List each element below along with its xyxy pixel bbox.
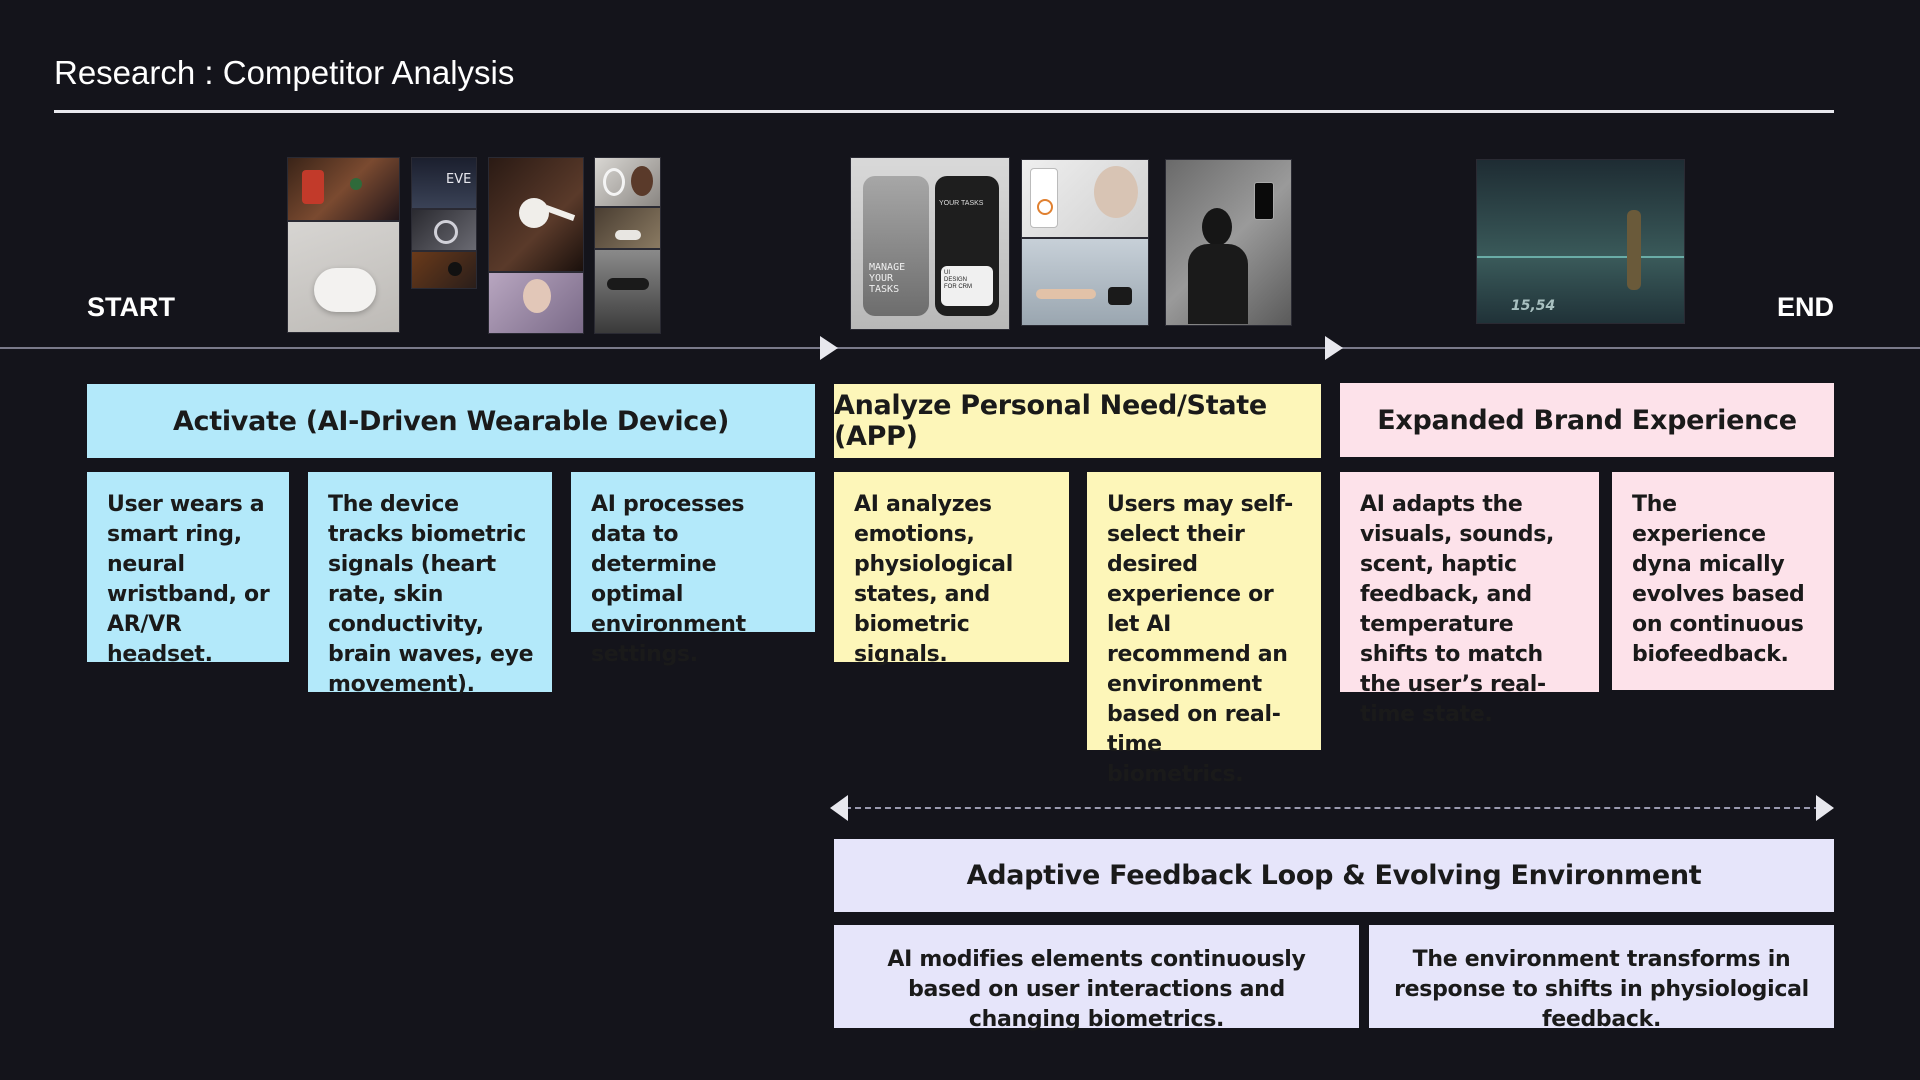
activate-card: User wears a smart ring, neural wristban… [87,472,289,667]
smart-ring-photo [411,209,477,251]
floor-number: 15,54 [1511,298,1556,314]
device-photo [411,251,477,289]
feedback-card: The environment transforms in response t… [1369,925,1834,1032]
ar-headset-photo [594,249,661,334]
timeline-end-label: END [1777,292,1835,322]
arrow-left-icon [830,795,848,821]
analyze-card: AI analyzes emotions, physiological stat… [834,472,1069,667]
activate-card: The device tracks biometric signals (hea… [308,472,552,697]
wristband-gesture-photo [1021,238,1149,326]
analyze-card: Users may self-select their desired expe… [1087,472,1321,787]
app-ui-woman-photo [1021,159,1149,238]
analyze-stage-header: Analyze Personal Need/State (APP) [834,384,1321,458]
title-divider [54,110,1834,113]
activate-stage-header: Activate (AI-Driven Wearable Device) [87,384,815,458]
eve-brand-photo: EVE [411,157,477,209]
hand-wearable-photo [287,221,400,333]
app-screens-photo: MANAGE YOUR TASKS YOUR TASKS UI DESIGN F… [850,157,1010,330]
arrow-right-icon [1816,795,1834,821]
desk-device-photo [594,207,661,249]
timeline-arrow-icon [1325,336,1343,360]
woman-headset-photo [488,272,584,334]
earpiece-photo [594,157,661,207]
expanded-stage-header: Expanded Brand Experience [1340,383,1834,457]
app-screen-text: MANAGE YOUR TASKS [869,262,906,295]
expanded-card: The experience dyna mically evolves base… [1612,472,1834,690]
feedback-card: AI modifies elements continuously based … [834,925,1359,1032]
timeline-line [0,347,1920,349]
page-title: Research : Competitor Analysis [54,54,515,91]
biometric-figure-photo [1165,159,1292,326]
timeline-start-label: START [87,292,175,322]
feedback-loop-dashed-line [845,807,1820,809]
feedback-loop-header: Adaptive Feedback Loop & Evolving Enviro… [834,839,1834,912]
expanded-card: AI adapts the visuals, sounds, scent, ha… [1340,472,1599,727]
immersive-room-photo: 15,54 [1476,159,1685,324]
eve-logo: EVE [446,172,472,187]
activate-card: AI processes data to determine optimal e… [571,472,815,667]
app-screen-text-3: UI DESIGN FOR CRM [944,270,972,290]
neck-device-photo [488,157,584,272]
timeline-arrow-icon [820,336,838,360]
app-screen-text-2: YOUR TASKS [939,200,984,207]
smartwatch-photo [287,157,400,221]
